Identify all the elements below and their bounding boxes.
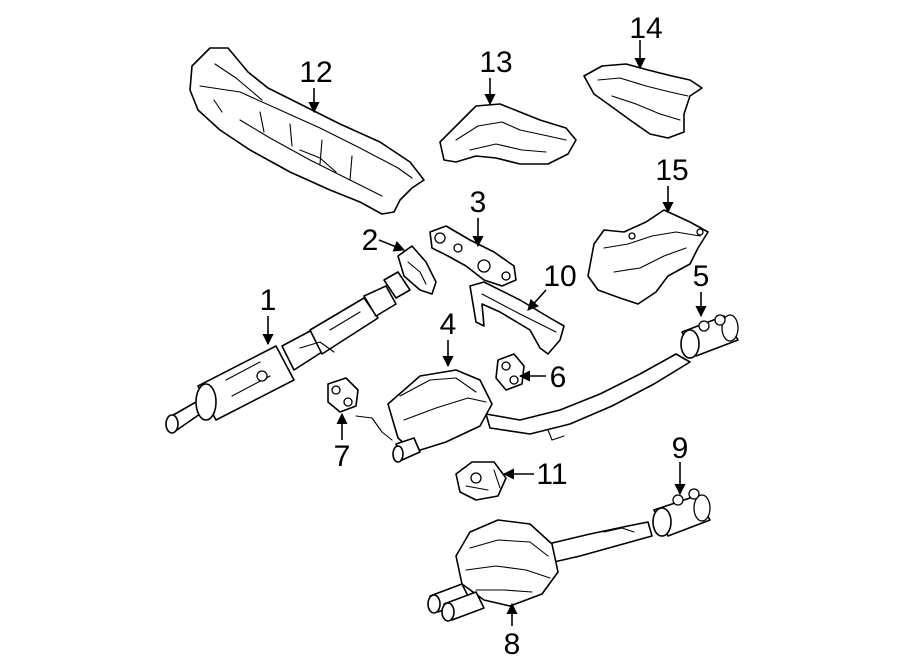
callout-13: 13 (479, 46, 512, 79)
callout-4: 4 (440, 308, 457, 341)
leader-lines (262, 40, 707, 626)
callout-15: 15 (655, 154, 688, 187)
part-13-heat-shield (439, 103, 577, 165)
part-14-heat-shield (583, 63, 703, 139)
part-9-clamp (652, 488, 711, 537)
part-11-bracket (455, 461, 507, 501)
part-6-hanger (495, 353, 525, 391)
callout-12: 12 (299, 56, 332, 89)
callout-11: 11 (536, 458, 567, 491)
callout-2: 2 (362, 224, 379, 257)
part-10-bracket (469, 281, 565, 355)
part-8-rear-muffler (427, 519, 653, 622)
callout-3: 3 (470, 186, 487, 219)
callout-5: 5 (693, 260, 710, 293)
callout-8: 8 (504, 628, 521, 661)
part-15-heat-shield (587, 209, 709, 305)
callout-1: 1 (260, 284, 277, 317)
callout-10: 10 (543, 260, 576, 293)
callout-14: 14 (629, 12, 662, 45)
callout-6: 6 (550, 361, 567, 394)
part-1-catalytic-converter (165, 271, 411, 434)
part-7-hanger (327, 377, 359, 413)
callout-7: 7 (334, 440, 351, 473)
part-2-gasket (397, 245, 437, 295)
part-5-clamp (680, 314, 739, 359)
callout-9: 9 (672, 432, 689, 465)
part-4-center-muffler (355, 353, 691, 463)
callout-labels: 1 2 3 4 5 6 7 8 9 10 11 12 13 14 15 (260, 12, 710, 661)
part-12-heat-shield (189, 47, 425, 215)
part-3-bracket (429, 225, 517, 287)
